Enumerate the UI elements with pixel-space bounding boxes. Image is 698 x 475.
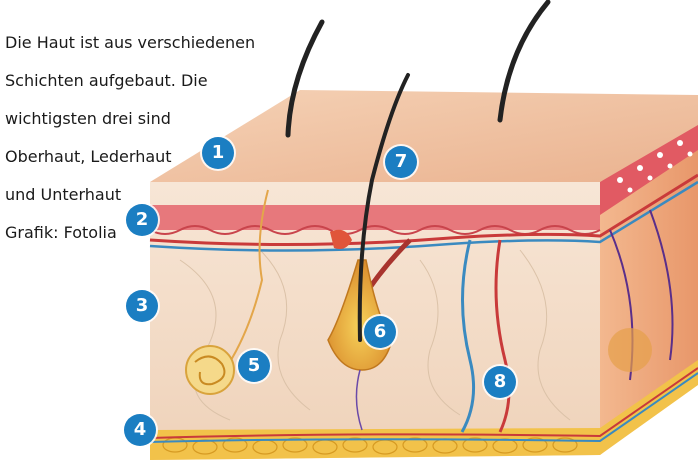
sweat-gland — [186, 346, 234, 394]
caption-line: Schichten aufgebaut. Die — [5, 71, 325, 90]
caption-text: Die Haut ist aus verschiedenen Schichten… — [5, 14, 325, 261]
marker-6-hair-follicle: 6 — [364, 316, 396, 348]
marker-8-blood-vessel: 8 — [484, 366, 516, 398]
caption-line: Die Haut ist aus verschiedenen — [5, 33, 325, 52]
caption-credit: Grafik: Fotolia — [5, 223, 325, 242]
caption-line: Oberhaut, Lederhaut — [5, 147, 325, 166]
caption-line: und Unterhaut — [5, 185, 325, 204]
marker-3-dermis: 3 — [126, 290, 158, 322]
caption-line: wichtigsten drei sind — [5, 109, 325, 128]
side-follicle — [608, 328, 652, 372]
marker-2-epidermis-band: 2 — [126, 204, 158, 236]
marker-7-hair: 7 — [385, 146, 417, 178]
marker-4-subcutis: 4 — [124, 414, 156, 446]
marker-1-epidermis: 1 — [202, 137, 234, 169]
marker-5-sweat-gland: 5 — [238, 350, 270, 382]
